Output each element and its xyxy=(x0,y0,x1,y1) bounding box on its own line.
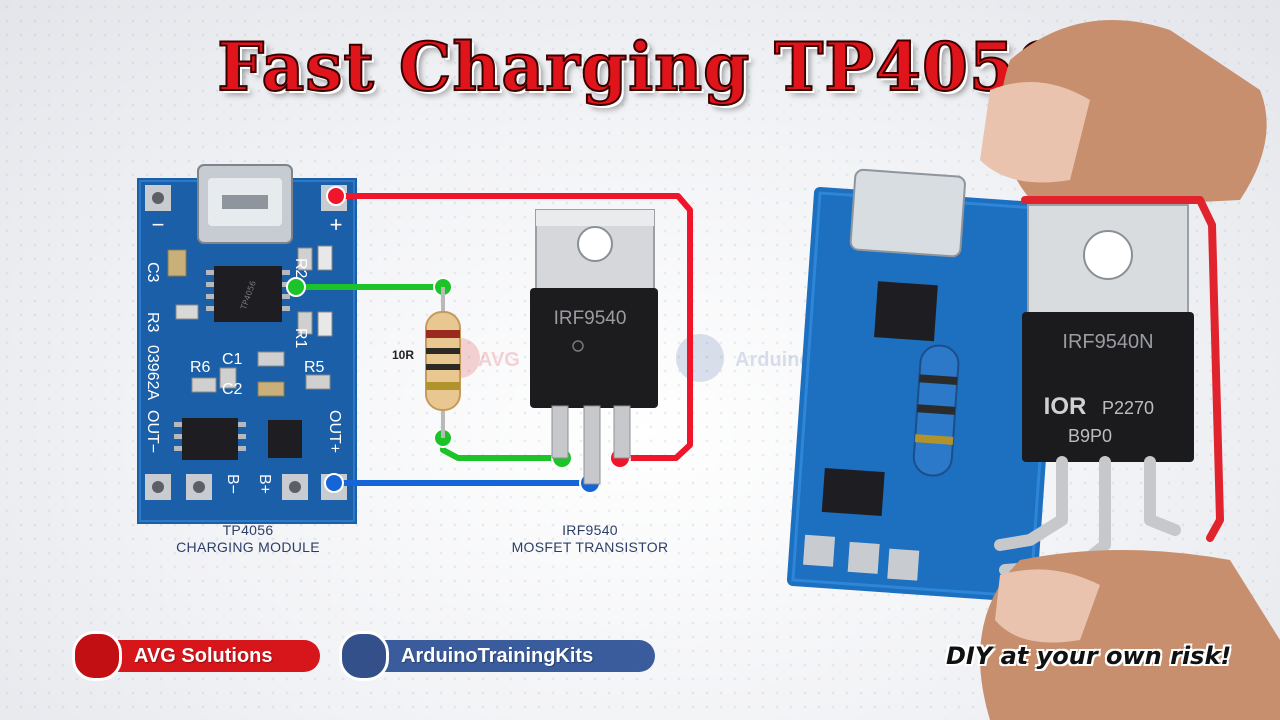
silk-minus: − xyxy=(152,212,165,237)
photo-lot1: P2270 xyxy=(1102,398,1154,418)
silk-c1: C1 xyxy=(222,351,243,368)
module-caption: TP4056 CHARGING MODULE xyxy=(150,522,346,556)
facebook-badge xyxy=(339,631,389,681)
watermark-avg: AVG xyxy=(478,349,520,371)
youtube-badge xyxy=(72,631,122,681)
silk-plus: + xyxy=(330,212,343,237)
silk-r3: R3 xyxy=(144,312,161,333)
wire-green-bottom xyxy=(440,435,565,461)
module-caption-line1: TP4056 xyxy=(222,522,274,538)
mosfet-marking: IRF9540 xyxy=(554,308,627,329)
mosfet-caption-line2: MOSFET TRANSISTOR xyxy=(511,539,669,555)
resistor-value: 10R xyxy=(392,348,415,362)
youtube-channel-label: AVG Solutions xyxy=(134,644,273,667)
facebook-page-label: ArduinoTrainingKits xyxy=(401,644,594,667)
silk-r6: R6 xyxy=(190,359,211,376)
silk-out-minus: OUT− xyxy=(144,410,161,453)
disclaimer: DIY at your own risk! xyxy=(946,642,1232,670)
mosfet-caption: IRF9540 MOSFET TRANSISTOR xyxy=(490,522,690,556)
silk-r1: R1 xyxy=(292,328,309,349)
silk-c3: C3 xyxy=(144,262,161,283)
product-photo: IRF9540N IOR P2270 B9P0 xyxy=(786,20,1280,720)
mosfet-caption-line1: IRF9540 xyxy=(562,522,618,538)
photo-chip-marking: IRF9540N xyxy=(1062,331,1153,353)
silk-r2: R2 xyxy=(292,258,309,279)
watermark-site: Arduino xyxy=(735,349,812,371)
wire-red xyxy=(333,193,693,461)
facebook-page-link[interactable]: ArduinoTrainingKits xyxy=(339,631,655,681)
photo-brand: IOR xyxy=(1044,393,1087,420)
photo-lot2: B9P0 xyxy=(1068,426,1112,446)
page-title: Fast Charging TP4056 xyxy=(216,27,1063,107)
silk-b-minus: B− xyxy=(224,474,241,494)
tp4056-module: TP4056 + − R2 R1 C3 R3 03962A R6 C1 xyxy=(137,164,357,524)
irf9540-mosfet: IRF9540 xyxy=(530,209,658,485)
tp4056-chip xyxy=(214,266,282,322)
module-caption-line2: CHARGING MODULE xyxy=(176,539,320,555)
resistor-10r xyxy=(425,287,461,438)
silk-b-plus: B+ xyxy=(256,474,273,494)
youtube-channel-link[interactable]: AVG Solutions xyxy=(72,631,320,681)
silk-c2: C2 xyxy=(222,381,243,398)
silk-r5: R5 xyxy=(304,359,325,376)
silk-code: 03962A xyxy=(144,345,161,400)
silk-out-plus: OUT+ xyxy=(326,410,343,453)
